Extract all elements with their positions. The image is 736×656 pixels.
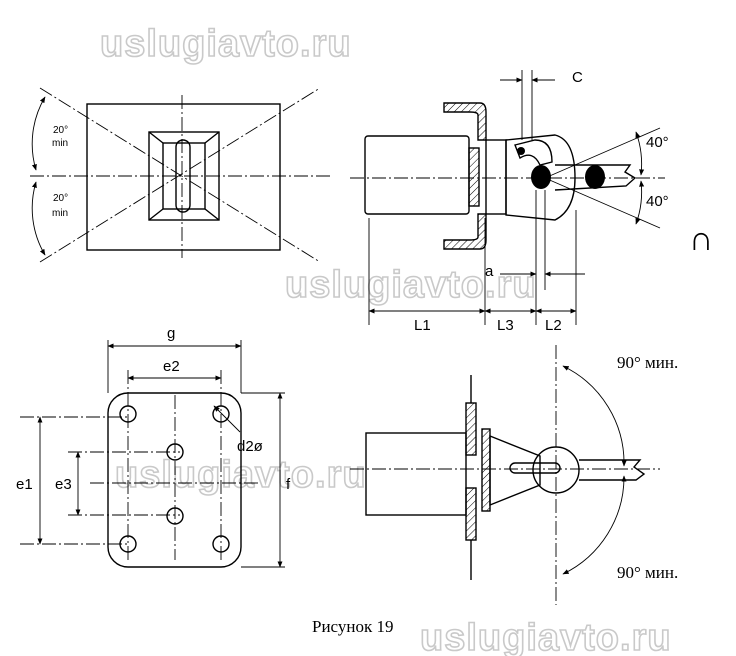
dim-a-label: a (485, 263, 494, 280)
socket-inner (162, 142, 206, 210)
dim-d2-label: d2ø (237, 438, 263, 455)
bolt-hole (119, 405, 137, 423)
flange-lower (443, 213, 487, 250)
ring (532, 446, 580, 494)
bolt-hole (166, 507, 184, 525)
bottom-right-view: 90° мин. 90° мин. (350, 345, 678, 605)
dim-l3-label: L3 (497, 317, 514, 334)
bottom-left-view: g e2 e1 e3 f d2ø (16, 325, 291, 568)
dim-l2-label: L2 (545, 317, 562, 334)
slot (175, 139, 191, 213)
angle-arc-down (562, 475, 627, 575)
watermark-text: uslugiavto.ru (115, 454, 367, 496)
angle-upper-unit: min (52, 138, 68, 149)
angle-arc-up (635, 131, 645, 176)
dim-e2-label: e2 (163, 358, 180, 375)
flange-upper (443, 102, 487, 141)
dim-f-label: f (286, 476, 291, 493)
angle-down-label: 90° мин. (617, 563, 678, 582)
angle-lower-unit: min (52, 208, 68, 219)
top-right-view: 40° 40° C a L1 L3 L2 ∩ (350, 69, 713, 334)
angle-arc-down (635, 180, 645, 225)
drawbar (554, 164, 637, 191)
plate-outline (86, 103, 281, 251)
mounting-plate (107, 392, 242, 568)
jaw-hook (514, 139, 553, 166)
jaw-head (505, 134, 576, 221)
dim-l1-label: L1 (414, 317, 431, 334)
angle-arc-upper (31, 96, 46, 171)
pin-drawbar (585, 165, 605, 189)
dim-e3-label: e3 (55, 476, 72, 493)
angle-arc-up (562, 365, 627, 467)
flange-lower (465, 487, 477, 541)
drawbar (579, 459, 646, 481)
dim-c-label: C (572, 69, 583, 86)
neck (485, 139, 507, 215)
dim-e1-label: e1 (16, 476, 33, 493)
watermark-text: uslugiavto.ru (420, 617, 672, 656)
angle-down-label: 40° (646, 193, 669, 210)
angle-upper-label: 20° (53, 125, 68, 136)
socket-outer (148, 131, 220, 221)
pin-small (517, 147, 525, 155)
angle-up-label: 40° (646, 134, 669, 151)
cone-lower (544, 177, 661, 229)
bolt-hole (119, 535, 137, 553)
pin-main (531, 165, 551, 189)
flange-stem (468, 147, 480, 207)
angle-lower-label: 20° (53, 193, 68, 204)
funnel (489, 434, 541, 507)
center-line-diagonal (39, 87, 321, 263)
collar (481, 428, 491, 512)
bolt-hole (212, 535, 230, 553)
top-left-view: 20° min 20° min (30, 87, 330, 263)
dim-g-label: g (167, 325, 175, 342)
watermark-text: uslugiavto.ru (285, 264, 537, 306)
slot (509, 462, 561, 474)
bolt-hole (212, 405, 230, 423)
flange-upper (465, 402, 477, 456)
watermark-text: uslugiavto.ru (100, 23, 352, 65)
angle-arc-lower (31, 181, 46, 256)
bolt-hole (166, 443, 184, 461)
figure-caption: Рисунок 19 (312, 617, 393, 636)
watermarks: uslugiavto.ru uslugiavto.ru uslugiavto.r… (99, 22, 672, 656)
hook-symbol: ∩ (689, 220, 713, 258)
coupling-body (364, 135, 470, 215)
coupling-body (365, 432, 467, 516)
angle-up-label: 90° мин. (617, 353, 678, 372)
